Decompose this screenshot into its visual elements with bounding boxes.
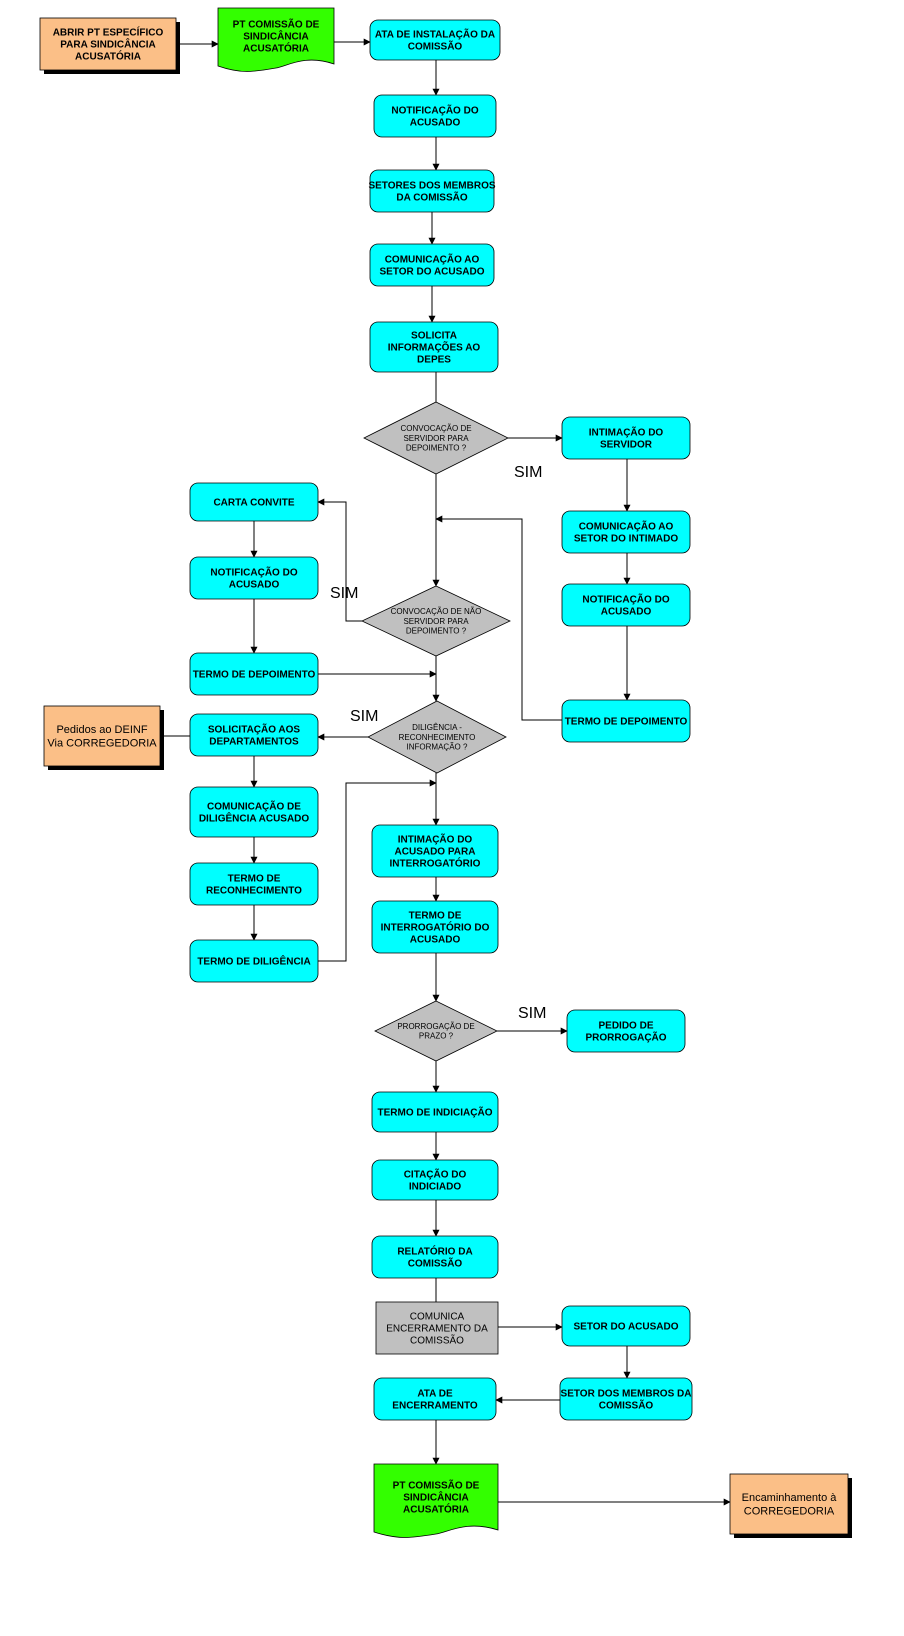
node-setor-acusado: SETOR DO ACUSADO — [561, 1305, 691, 1347]
node-label: CARTA CONVITE — [213, 498, 294, 509]
connectors — [160, 38, 731, 1506]
node-label: SETOR DO ACUSADO — [573, 1322, 678, 1333]
connector-termo-dilig-loop — [318, 779, 437, 962]
label-sim-prorrogacao: SIM — [518, 1005, 546, 1022]
node-label: TERMO DE INDICIAÇÃO — [378, 1106, 493, 1119]
node-label: TERMO DE DEPOIMENTO — [565, 717, 688, 728]
node-label: TERMO DE DILIGÊNCIA — [197, 955, 310, 968]
node-termo-depoimento-left: TERMO DE DEPOIMENTO — [189, 652, 319, 696]
connector-dec-nao-to-carta — [317, 498, 362, 622]
node-carta-convite: CARTA CONVITE — [189, 482, 319, 522]
label-sim-diligencia: SIM — [350, 708, 378, 725]
node-termo-diligencia: TERMO DE DILIGÊNCIA — [189, 939, 319, 983]
edge-labels: SIM SIM SIM SIM — [330, 464, 546, 1022]
connector-termo-right-loop — [435, 515, 562, 721]
node-termo-depoimento-right: TERMO DE DEPOIMENTO — [561, 699, 691, 743]
label-sim-servidor: SIM — [514, 464, 542, 481]
node-termo-indiciacao: TERMO DE INDICIAÇÃO — [371, 1091, 499, 1133]
label-sim-nao-servidor: SIM — [330, 585, 358, 602]
node-label: TERMO DE DEPOIMENTO — [193, 670, 316, 681]
